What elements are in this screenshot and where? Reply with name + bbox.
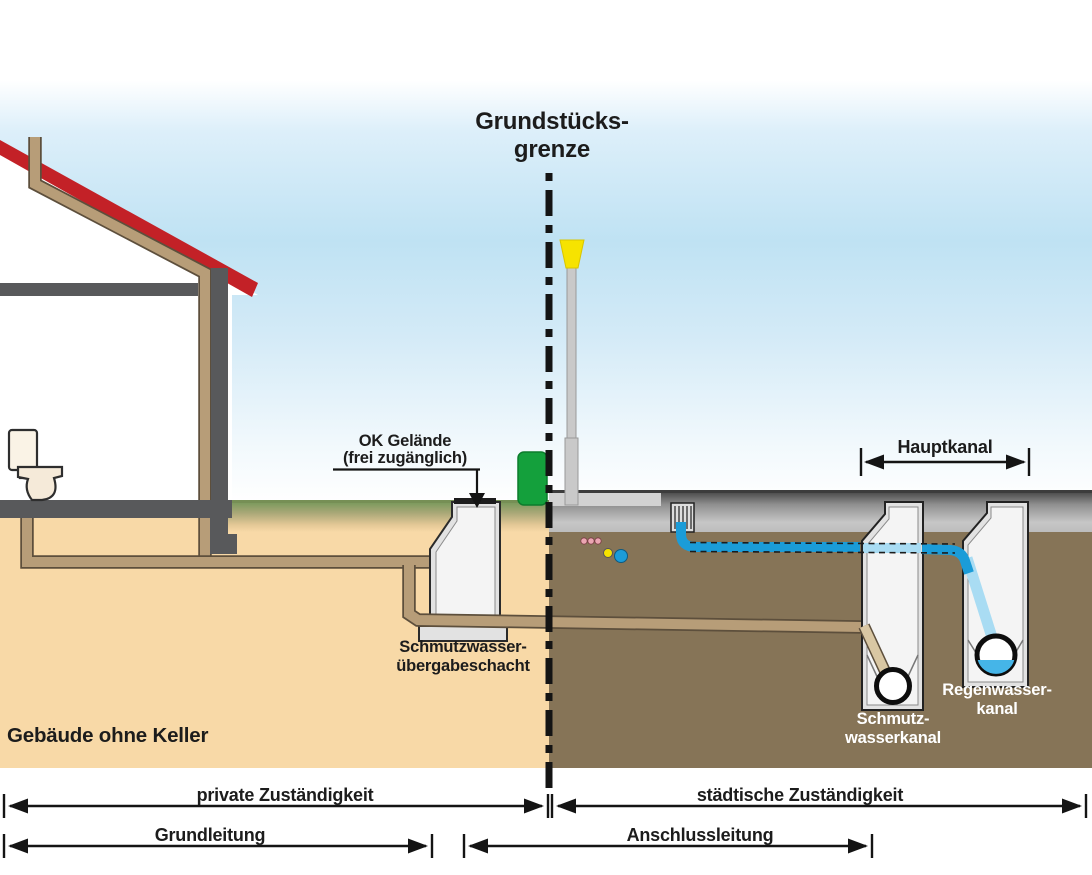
transfer-shaft (418, 498, 508, 642)
rainwater-shaft (961, 501, 1029, 688)
street-lamp-icon (559, 239, 585, 506)
staedtische-zustaendigkeit-label: städtische Zuständigkeit (696, 785, 904, 805)
hauptkanal-label: Hauptkanal (897, 437, 993, 457)
dimension-arrows (2, 794, 1088, 858)
grundleitung-label: Grundleitung (154, 825, 266, 845)
hauptkanal-dimension (859, 448, 1031, 476)
uebergabeschacht-line2: übergabeschacht (396, 656, 530, 675)
utility-markers (580, 537, 628, 563)
ok-gelaende-line1: OK Gelände (358, 432, 452, 450)
private-zustaendigkeit-label: private Zuständigkeit (196, 785, 374, 805)
ok-gelaende-label: OK Gelände (frei zugänglich) (343, 433, 467, 466)
uebergabeschacht-line1: Schmutzwasser- (399, 638, 527, 656)
schmutzwasserkanal-line1: Schmutz- (856, 710, 930, 728)
sewer-pipes (20, 137, 448, 569)
boundary-label: Grundstücks- grenze (475, 108, 629, 163)
boundary-label-line2: grenze (513, 135, 591, 163)
building-structure (0, 268, 237, 554)
connection-pipe (402, 565, 862, 634)
ok-gelaende-leader (333, 468, 485, 508)
regenwasserkanal-line2: kanal (976, 699, 1018, 718)
gebaeude-label: Gebäude ohne Keller (7, 724, 209, 747)
uebergabeschacht-label: Schmutzwasser- übergabeschacht (396, 638, 530, 676)
green-bin-icon (517, 451, 548, 506)
rainwater-pipe (676, 522, 974, 575)
schmutzwasserkanal-label: Schmutz- wasserkanal (845, 710, 941, 748)
regenwasserkanal-label: Regenwasser- kanal (942, 681, 1052, 719)
toilet-icon (7, 428, 64, 502)
sewage-shaft (858, 501, 924, 711)
house (0, 148, 258, 503)
boundary-label-line1: Grundstücks- (475, 108, 629, 135)
schmutzwasserkanal-line2: wasserkanal (845, 728, 941, 747)
ok-gelaende-line2: (frei zugänglich) (342, 448, 468, 467)
anschlussleitung-label: Anschlussleitung (626, 825, 774, 845)
regenwasserkanal-line1: Regenwasser- (942, 681, 1052, 699)
roof (0, 140, 258, 297)
